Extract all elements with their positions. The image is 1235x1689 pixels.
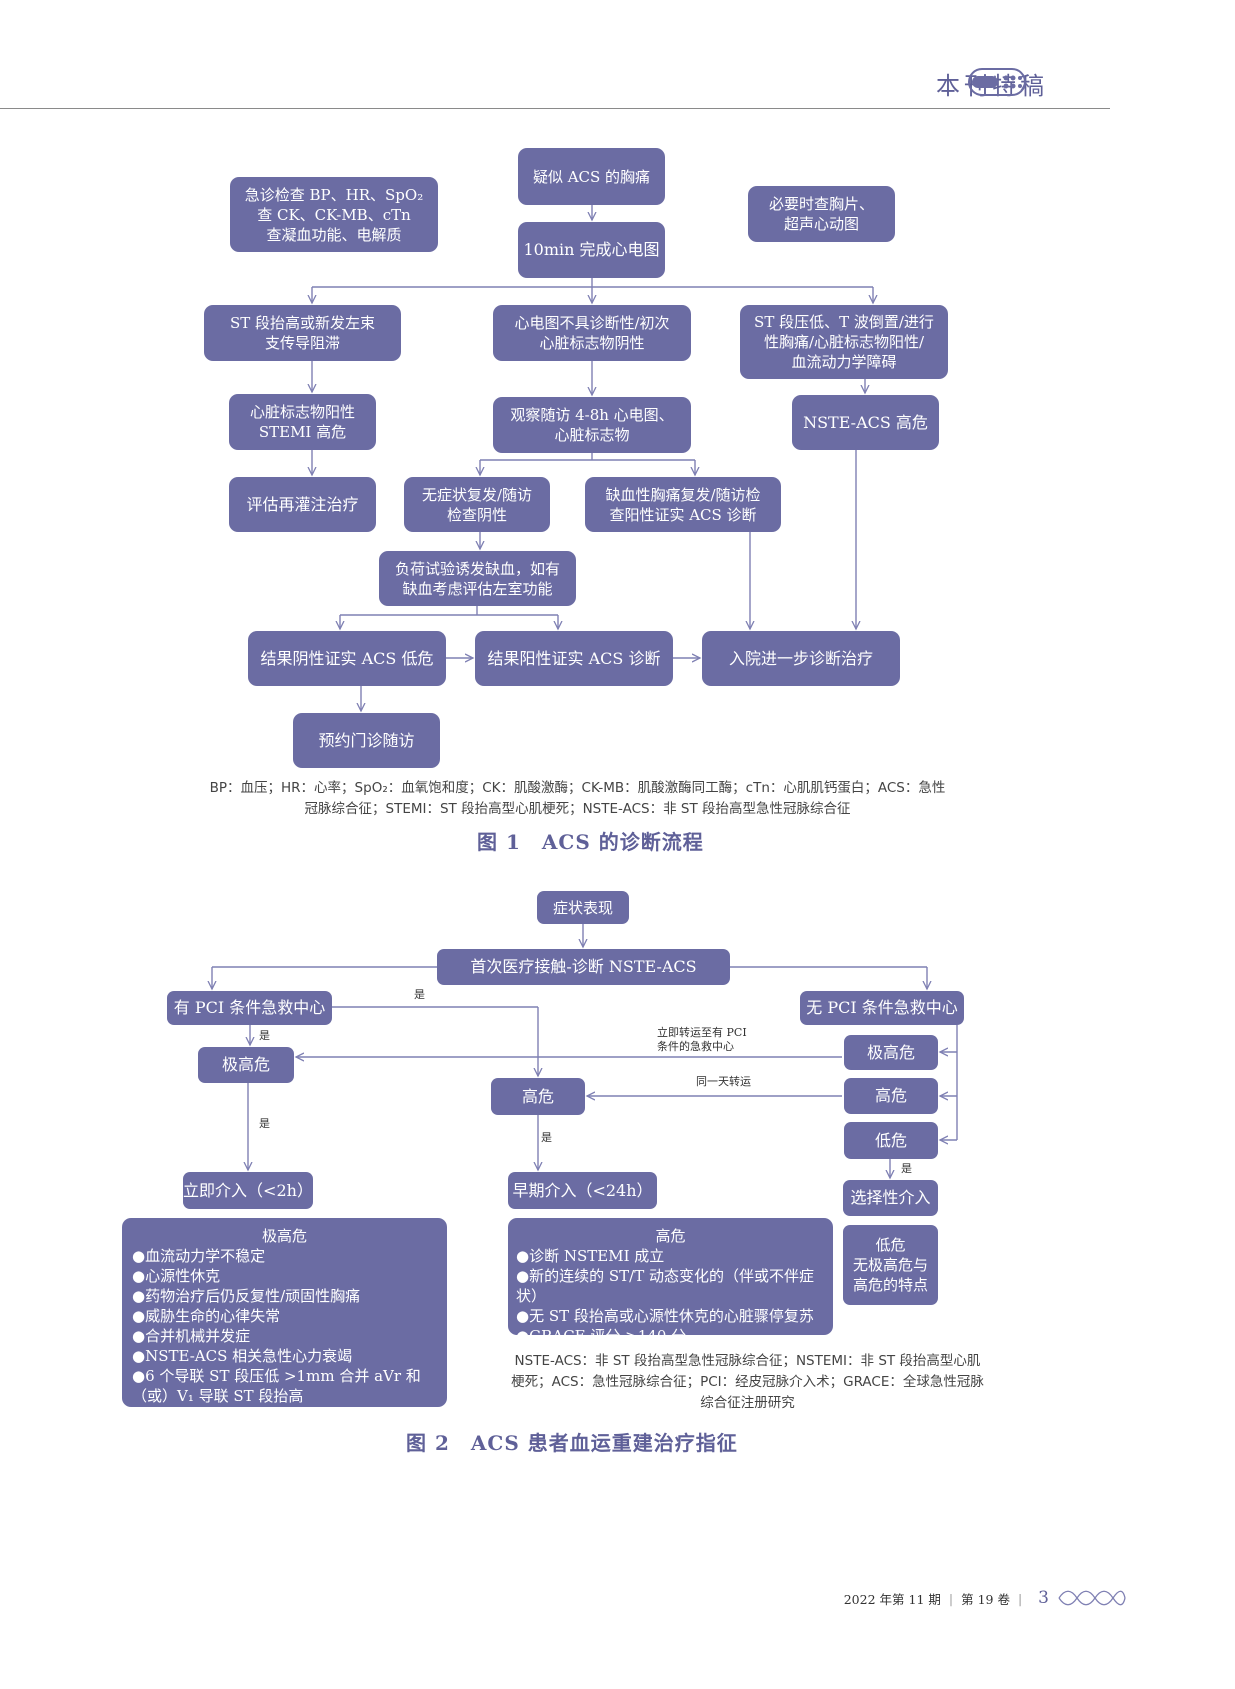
- label-yes: 是: [414, 988, 425, 1001]
- volume-number: 第 19 卷: [961, 1591, 1010, 1607]
- label-yes: 是: [259, 1117, 270, 1130]
- node-reperfusion: 评估再灌注治疗: [229, 477, 376, 532]
- node-suspected-acs: 疑似 ACS 的胸痛: [518, 148, 665, 205]
- node-pci-center: 有 PCI 条件急救中心: [167, 991, 332, 1025]
- figure2-caption: 图 2 ACS 患者血运重建治疗指征: [406, 1431, 738, 1455]
- high-risk-item: ●GRACE 评分 >140 分: [516, 1327, 687, 1345]
- very-high-risk-item: ●6 个导联 ST 段压低 >1mm 合并 aVr 和（或）V₁ 导联 ST 段…: [132, 1367, 421, 1405]
- node-first-contact: 首次医疗接触-诊断 NSTE-ACS: [437, 949, 730, 985]
- node-ischemic-recurrence: 缺血性胸痛复发/随访检 查阳性证实 ACS 诊断: [585, 477, 781, 532]
- node-observe-followup: 观察随访 4-8h 心电图、 心脏标志物: [493, 397, 691, 453]
- high-risk-item: ●诊断 NSTEMI 成立: [516, 1247, 665, 1265]
- high-risk-title: 高危: [655, 1227, 686, 1245]
- node-high-risk-right: 高危: [844, 1078, 938, 1114]
- figure2-abbreviations: NSTE-ACS：非 ST 段抬高型急性冠脉综合征；NSTEMI：非 ST 段抬…: [511, 1353, 984, 1411]
- node-very-high-risk-right: 极高危: [844, 1035, 938, 1070]
- very-high-risk-criteria: 极高危 ●血流动力学不稳定 ●心源性休克 ●药物治疗后仍反复性/顽固性胸痛 ●威…: [122, 1218, 447, 1407]
- node-selective-intervention: 选择性介入: [843, 1180, 938, 1216]
- journal-logo-icon: [968, 68, 1026, 96]
- footer-separator: |: [948, 1590, 954, 1606]
- very-high-risk-item: ●血流动力学不稳定: [132, 1247, 266, 1265]
- very-high-risk-title: 极高危: [261, 1227, 307, 1245]
- figure1-abbreviations: BP：血压；HR：心率；SpO₂：血氧饱和度；CK：肌酸激酶；CK-MB：肌酸激…: [209, 780, 946, 817]
- figure1-caption: 图 1 ACS 的诊断流程: [477, 830, 704, 854]
- very-high-risk-item: ●威胁生命的心律失常: [132, 1307, 281, 1325]
- label-same-day-transfer: 同一天转运: [696, 1075, 751, 1088]
- header-divider: [0, 108, 1110, 109]
- very-high-risk-item: ●NSTE-ACS 相关急性心力衰竭: [132, 1347, 353, 1365]
- page-number: 3: [1038, 1588, 1049, 1608]
- node-symptoms: 症状表现: [537, 891, 629, 924]
- node-ecg-10min: 10min 完成心电图: [518, 222, 665, 278]
- node-no-pci-center: 无 PCI 条件急救中心: [800, 991, 964, 1025]
- issue-number: 2022 年第 11 期: [843, 1591, 941, 1607]
- label-transfer-to-pci: 立即转运至有 PCI 条件的急救中心: [657, 1026, 747, 1053]
- label-yes: 是: [901, 1162, 912, 1175]
- node-admit-hospital: 入院进一步诊断治疗: [702, 631, 900, 686]
- high-risk-item: ●无 ST 段抬高或心源性休克的心脏骤停复苏: [516, 1307, 814, 1325]
- footer-separator: |: [1017, 1590, 1023, 1606]
- page-footer: 2022 年第 11 期 | 第 19 卷 | 3: [844, 1588, 1127, 1608]
- dna-helix-icon: [1058, 1590, 1126, 1606]
- node-nondiagnostic-ecg: 心电图不具诊断性/初次 心脏标志物阴性: [493, 305, 691, 361]
- node-negative-low-risk: 结果阴性证实 ACS 低危: [248, 631, 446, 686]
- label-yes: 是: [541, 1131, 552, 1144]
- very-high-risk-item: ●合并机械并发症: [132, 1327, 251, 1345]
- node-st-elevation: ST 段抬高或新发左束 支传导阻滞: [204, 305, 401, 361]
- very-high-risk-item: ●药物治疗后仍反复性/顽固性胸痛: [132, 1287, 361, 1305]
- node-er-checks: 急诊检查 BP、HR、SpO₂ 查 CK、CK-MB、cTn 查凝血功能、电解质: [230, 177, 438, 252]
- node-immediate-intervention: 立即介入（<2h）: [183, 1172, 313, 1209]
- node-high-risk-mid: 高危: [491, 1078, 585, 1115]
- high-risk-criteria: 高危 ●诊断 NSTEMI 成立 ●新的连续的 ST/T 动态变化的（伴或不伴症…: [508, 1218, 833, 1345]
- high-risk-item: ●新的连续的 ST/T 动态变化的（伴或不伴症状）: [516, 1267, 814, 1305]
- node-low-risk-description: 低危 无极高危与 高危的特点: [843, 1225, 938, 1305]
- node-stemi-high-risk: 心脏标志物阳性 STEMI 高危: [229, 394, 376, 450]
- node-very-high-risk-left: 极高危: [198, 1047, 294, 1083]
- label-yes: 是: [259, 1029, 270, 1042]
- node-low-risk-right: 低危: [844, 1122, 938, 1159]
- node-stress-test: 负荷试验诱发缺血，如有 缺血考虑评估左室功能: [379, 551, 576, 606]
- node-no-symptom-recurrence: 无症状复发/随访 检查阴性: [404, 477, 550, 532]
- node-outpatient-followup: 预约门诊随访: [293, 713, 440, 768]
- node-early-intervention: 早期介入（<24h）: [508, 1172, 657, 1209]
- very-high-risk-item: ●心源性休克: [132, 1267, 221, 1285]
- node-st-depression: ST 段压低、T 波倒置/进行 性胸痛/心脏标志物阳性/ 血流动力学障碍: [740, 305, 948, 379]
- node-positive-diagnosis: 结果阳性证实 ACS 诊断: [475, 631, 673, 686]
- node-chest-xray: 必要时查胸片、 超声心动图: [748, 186, 895, 242]
- node-nste-acs-high-risk: NSTE-ACS 高危: [792, 395, 939, 450]
